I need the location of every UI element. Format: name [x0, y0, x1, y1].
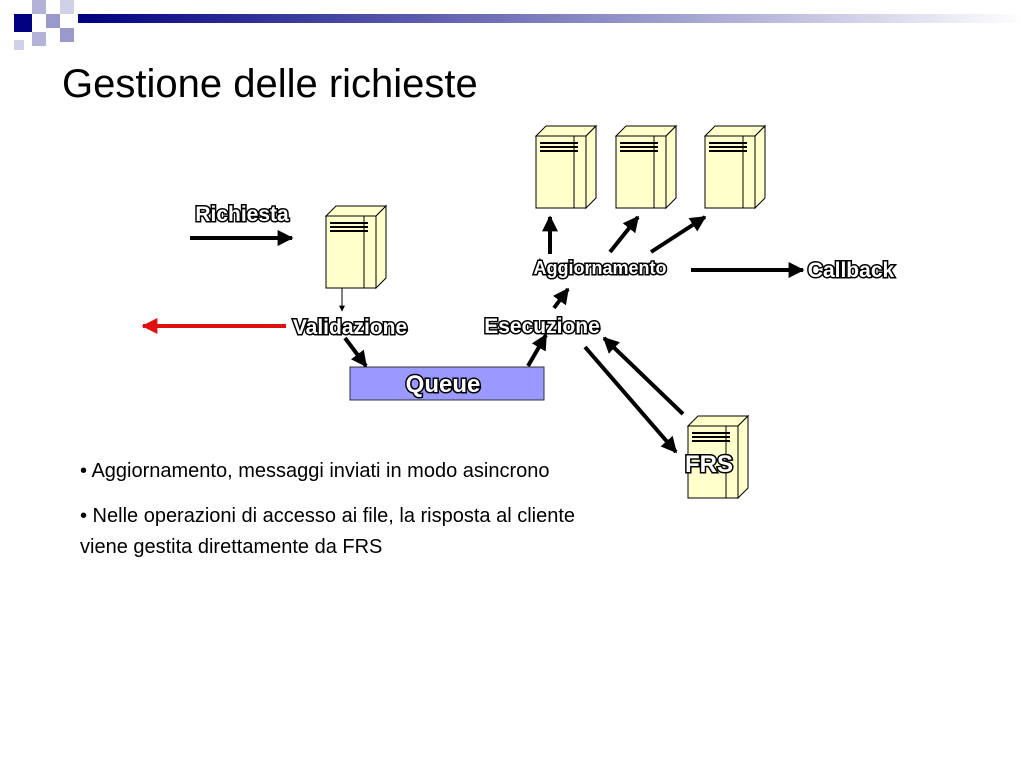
queue-to-execution-arrow: [526, 333, 548, 368]
header-banner: [14, 0, 1024, 50]
label-validazione: Validazione: [293, 316, 407, 339]
server-icon-update-3: [704, 125, 766, 209]
banner-square-light-4: [60, 0, 74, 14]
banner-square-light-3: [32, 32, 46, 46]
slide-title: Gestione delle richieste: [62, 62, 478, 106]
server-icon-validation: [325, 205, 387, 289]
banner-gradient-bar: [78, 14, 1024, 23]
label-callback: Callback: [808, 259, 895, 282]
bullet-item: • Nelle operazioni di accesso ai file, l…: [80, 505, 576, 558]
banner-square-light-1: [32, 0, 46, 14]
bullet-item: • Aggiornamento, messaggi inviati in mod…: [80, 460, 550, 482]
label-queue: Queue: [406, 371, 481, 398]
label-frs: FRS: [685, 451, 733, 478]
banner-square-light-5: [60, 28, 74, 42]
execution-to-frs-arrow: [583, 345, 678, 454]
label-richiesta: Richiesta: [195, 203, 289, 226]
queue-box: [349, 366, 545, 401]
bullet-list: • Aggiornamento, messaggi inviati in mod…: [80, 456, 620, 577]
banner-square-light-6: [14, 40, 24, 50]
validation-to-queue-arrow: [343, 336, 368, 368]
frs-to-execution-arrow: [602, 336, 685, 416]
server-icon-update-1: [535, 125, 597, 209]
update-to-server2-arrow: [608, 215, 640, 254]
execution-to-update-arrow: [552, 287, 570, 310]
banner-square-dark-1: [14, 14, 32, 32]
label-aggiornamento: Aggiornamento: [534, 258, 667, 278]
server-icon-update-2: [615, 125, 677, 209]
label-esecuzione: Esecuzione: [484, 315, 600, 338]
update-to-server3-arrow: [649, 215, 707, 254]
banner-square-light-2: [46, 14, 60, 28]
